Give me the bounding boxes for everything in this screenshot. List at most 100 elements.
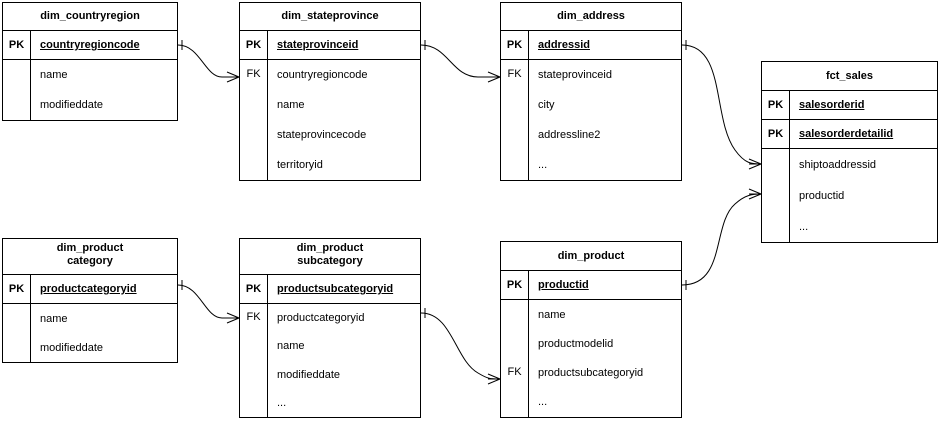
primary-key-field-name: stateprovinceid xyxy=(277,39,359,51)
attribute-row[interactable]: productid xyxy=(799,189,845,202)
cardinality-many-crowsfoot-icon xyxy=(226,312,240,324)
relationship-productcategory-to-subcategory xyxy=(177,280,240,324)
entity-title-line: dim_product xyxy=(557,249,625,262)
relationship-line xyxy=(177,44,239,78)
primary-key-field-name: salesorderdetailid xyxy=(799,128,894,140)
entity-title: dim_product xyxy=(501,242,681,271)
relationship-stateprovince-to-address xyxy=(420,40,501,83)
key-badge-pk: PK xyxy=(240,31,268,59)
attribute-section: FK stateprovinceid city addressline2... xyxy=(501,60,681,180)
attribute-row[interactable]: ... xyxy=(799,220,809,233)
attribute-name-column: name modifieddate xyxy=(31,60,177,120)
attribute-row[interactable]: name xyxy=(40,312,68,325)
attribute-row[interactable]: addressline2 xyxy=(538,129,601,141)
relationship-line xyxy=(681,44,762,165)
relationship-subcategory-to-product xyxy=(420,308,501,385)
attribute-row[interactable]: city xyxy=(538,99,555,111)
attribute-row[interactable]: modifieddate xyxy=(277,368,340,381)
attribute-section: FK productcategoryid name modifieddate... xyxy=(240,304,420,417)
primary-key-field-name: addressid xyxy=(538,39,590,51)
entity-title: dim_stateprovince xyxy=(240,3,420,31)
attribute-name-column: countryregioncode name stateprovincecode te… xyxy=(268,60,420,180)
entity-title: dim_countryregion xyxy=(3,3,177,31)
attribute-row[interactable]: productmodelid xyxy=(538,337,614,350)
attribute-row[interactable]: modifieddate xyxy=(40,341,103,354)
attribute-key-column xyxy=(3,304,31,362)
key-badge-pk: PK xyxy=(501,271,529,299)
attribute-key-column: FK xyxy=(501,60,529,180)
attribute-section: FK name productmodelid productsubcategoryid… xyxy=(501,300,681,417)
key-badge-fk: FK xyxy=(246,68,261,80)
attribute-row[interactable]: name xyxy=(277,99,305,111)
attribute-row[interactable]: name xyxy=(538,308,566,321)
attribute-row[interactable]: stateprovinceid xyxy=(538,69,612,81)
key-badge-pk: PK xyxy=(762,120,790,148)
entity-title-line: dim_product xyxy=(56,242,124,254)
cardinality-many-crowsfoot-icon xyxy=(487,71,501,83)
attribute-key-column xyxy=(3,60,31,120)
cardinality-many-crowsfoot-icon xyxy=(748,188,762,200)
primary-key-row[interactable]: PK stateprovinceid xyxy=(240,31,420,60)
attribute-key-column xyxy=(762,149,790,242)
entity-title-line: dim_product xyxy=(296,242,364,254)
entity-title-line: fct_sales xyxy=(825,69,874,82)
attribute-row[interactable]: ... xyxy=(538,159,548,171)
relationship-address-to-fctsales xyxy=(681,40,762,170)
attribute-row[interactable]: shiptoaddressid xyxy=(799,158,877,171)
attribute-row[interactable]: name xyxy=(40,69,68,81)
entity-title-line: subcategory xyxy=(297,255,363,267)
primary-key-row[interactable]: PK productcategoryid xyxy=(3,275,177,304)
cardinality-many-crowsfoot-icon xyxy=(487,373,501,385)
primary-key-field-name: productcategoryid xyxy=(40,283,137,295)
key-badge-pk: PK xyxy=(762,91,790,119)
entity-title-line: dim_stateprovince xyxy=(281,10,379,22)
attribute-row[interactable]: countryregioncode xyxy=(277,69,368,81)
primary-key-row[interactable]: PK salesorderid xyxy=(762,91,937,120)
attribute-row[interactable]: stateprovincecode xyxy=(277,129,367,141)
primary-key-row[interactable]: PK addressid xyxy=(501,31,681,60)
attribute-row[interactable]: modifieddate xyxy=(40,99,103,111)
relationship-line xyxy=(420,312,501,380)
attribute-name-column: name modifieddate xyxy=(31,304,177,362)
key-badge-pk: PK xyxy=(501,31,529,59)
cardinality-many-crowsfoot-icon xyxy=(748,158,762,170)
key-badge-fk: FK xyxy=(507,68,522,80)
attribute-row[interactable]: productsubcategoryid xyxy=(538,367,644,380)
key-badge-fk: FK xyxy=(246,311,261,324)
relationship-line xyxy=(420,44,500,78)
attribute-row[interactable]: name xyxy=(277,340,305,353)
primary-key-row[interactable]: PK salesorderdetailid xyxy=(762,120,937,149)
attribute-key-column: FK xyxy=(501,300,529,417)
attribute-section: name modifieddate xyxy=(3,60,177,120)
primary-key-field-name: productsubcategoryid xyxy=(277,283,394,295)
attribute-row[interactable]: ... xyxy=(277,396,287,409)
attribute-section: name modifieddate xyxy=(3,304,177,362)
entity-title-line: category xyxy=(67,255,113,267)
attribute-row[interactable]: ... xyxy=(538,396,548,409)
primary-key-field-name: salesorderid xyxy=(799,99,865,111)
attribute-row[interactable]: productcategoryid xyxy=(277,312,365,325)
relationship-product-to-fctsales xyxy=(681,188,762,290)
entity-title: dim_address xyxy=(501,3,681,31)
entity-title: fct_sales xyxy=(762,62,937,91)
attribute-row[interactable]: territoryid xyxy=(277,159,323,171)
attribute-section: shiptoaddressid productid... xyxy=(762,149,937,242)
relationship-line xyxy=(177,284,239,319)
attribute-name-column: stateprovinceid city addressline2... xyxy=(529,60,681,180)
attribute-key-column: FK xyxy=(240,304,268,417)
key-badge-pk: PK xyxy=(3,275,31,303)
primary-key-row[interactable]: PK productsubcategoryid xyxy=(240,275,420,304)
key-badge-pk: PK xyxy=(240,275,268,303)
attribute-section: FK countryregioncode name stateprovincecode… xyxy=(240,60,420,180)
attribute-name-column: name productmodelid productsubcategoryid..… xyxy=(529,300,681,417)
